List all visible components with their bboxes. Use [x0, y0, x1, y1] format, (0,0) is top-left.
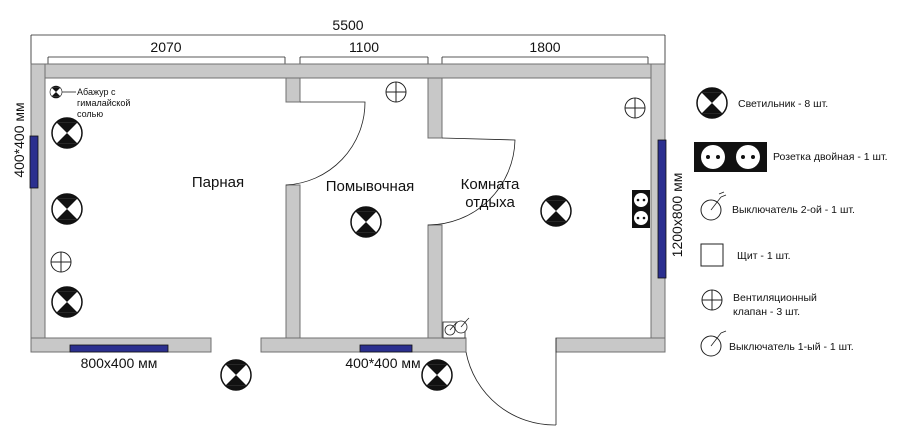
walls — [30, 63, 666, 353]
legend-vent-label-line1: Вентиляционный — [733, 292, 817, 304]
legend-socket-label: Розетка двойная - 1 шт. — [773, 151, 888, 163]
legend-vent-icon — [701, 289, 723, 311]
window-bottom-left — [69, 344, 169, 353]
window-bottom-middle-label: 400*400 мм — [345, 355, 420, 371]
lamp-icon — [350, 206, 382, 238]
room-label-wash: Помывочная — [326, 178, 415, 195]
lamp-note-line2: гималайской — [77, 98, 130, 108]
vent-valve-icon — [624, 97, 646, 119]
legend-switch1-label: Выключатель 1-ый - 1 шт. — [729, 341, 854, 353]
door-steam-room — [285, 101, 366, 186]
legend-socket-icon — [694, 142, 767, 172]
door-wash-room — [427, 137, 516, 226]
salt-lamp-icon — [49, 85, 76, 99]
legend-switch2-label: Выключатель 2-ой - 1 шт. — [732, 204, 855, 216]
window-left — [29, 135, 39, 189]
legend-switch2-icon — [700, 191, 727, 221]
lamp-icon — [220, 359, 252, 391]
dimension-lines — [30, 34, 666, 64]
switch-icons-entrance — [442, 317, 470, 339]
room-label-rest-line1: Комната — [461, 176, 520, 193]
vent-valve-icon — [385, 81, 407, 103]
lamp-icon — [51, 117, 83, 149]
dimension-total: 5500 — [332, 17, 363, 33]
lamp-note-line3: солью — [77, 109, 103, 119]
room-label-rest-line2: отдыха — [465, 194, 515, 211]
vent-valve-icon — [50, 251, 72, 273]
window-bottom-middle — [359, 344, 413, 353]
lamp-icon — [51, 193, 83, 225]
dimension-right: 1800 — [529, 39, 560, 55]
lamp-icon — [51, 286, 83, 318]
window-bottom-left-label: 800x400 мм — [81, 355, 158, 371]
legend-switch1-icon — [700, 330, 727, 357]
dimension-middle: 1100 — [349, 39, 379, 55]
window-right-label: 1200x800 мм — [669, 173, 685, 258]
double-socket-icon — [632, 190, 650, 228]
door-entrance — [465, 338, 557, 426]
window-right — [657, 139, 667, 279]
legend-panel-icon — [700, 243, 724, 267]
lamp-icon — [540, 195, 572, 227]
legend-lamp-icon — [696, 87, 728, 119]
lamp-icon — [421, 359, 453, 391]
window-left-label: 400*400 мм — [11, 102, 27, 177]
room-label-steam: Парная — [192, 174, 244, 191]
legend-vent-label-line2: клапан - 3 шт. — [733, 306, 800, 318]
legend-lamp-label: Светильник - 8 шт. — [738, 98, 828, 110]
legend-panel-label: Щит - 1 шт. — [737, 250, 791, 262]
dimension-left: 2070 — [150, 39, 181, 55]
lamp-note-line1: Абажур с — [77, 87, 116, 97]
